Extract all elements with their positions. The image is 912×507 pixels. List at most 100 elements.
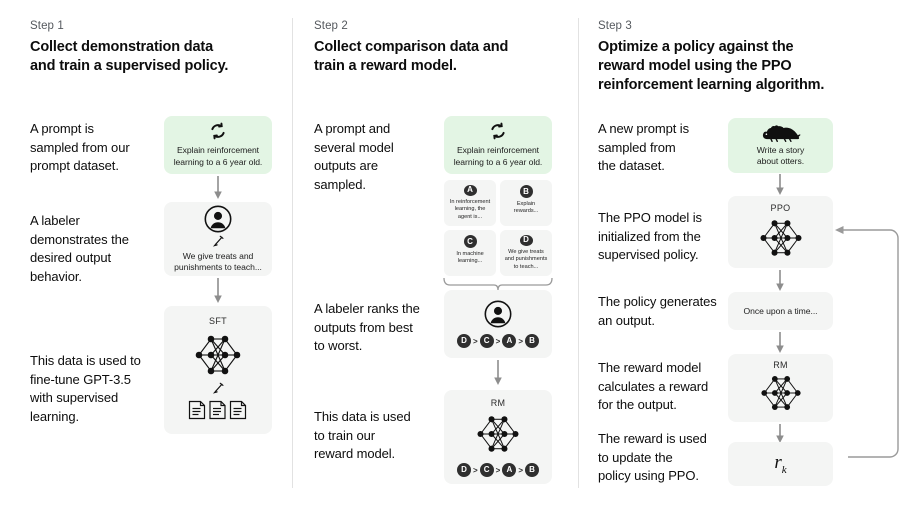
option-badge-b: B xyxy=(519,185,533,198)
step-2-prompt-card: Explain reinforcement learning to a 6 ye… xyxy=(444,116,552,174)
update-policy-feedback-arrow xyxy=(828,215,912,465)
step-3-paragraph-3: The policy generates an output. xyxy=(598,294,717,328)
step-3-title-line3: reinforcement learning algorithm. xyxy=(598,77,825,93)
labeler-text-line2: punishments to teach... xyxy=(174,262,262,272)
step-2-prompt-text: Explain reinforcement learning to a 6 ye… xyxy=(448,145,549,168)
step-3-paragraph-2: The PPO model is initialized from the su… xyxy=(598,210,702,262)
output-card-text: Once upon a time... xyxy=(743,306,818,316)
prompt-text-line1: Write a story xyxy=(756,144,805,155)
option-text-b: Explain rewards... xyxy=(513,201,539,215)
person-avatar-icon xyxy=(204,205,232,233)
pencil-icon xyxy=(212,235,225,248)
rm-rank-sep-2: > xyxy=(495,465,501,475)
reward-symbol-base: r xyxy=(774,452,782,474)
step-2-labeler-ranking: D > C > A > B xyxy=(456,334,539,348)
option-card-c[interactable]: C In machine learning... xyxy=(444,230,496,276)
step-3-paragraph-5: The reward is used to update the policy … xyxy=(598,431,707,483)
neural-network-icon xyxy=(189,330,247,380)
step-3-prompt-text: Write a story about otters. xyxy=(751,145,810,168)
step-3-arrow-3 xyxy=(773,332,787,354)
step-2-rm-ranking: D > C > A > B xyxy=(456,463,539,477)
neural-network-icon xyxy=(469,411,527,457)
reward-symbol: rk xyxy=(774,452,786,476)
option-text-c: In machine learning... xyxy=(456,251,484,265)
step-1-prompt-text: Explain reinforcement learning to a 6 ye… xyxy=(168,145,269,168)
rm-rank-badge-3: A xyxy=(502,463,517,477)
option-card-b[interactable]: B Explain rewards... xyxy=(500,180,552,226)
column-divider-2 xyxy=(578,18,579,488)
step-2-rm-card: RM xyxy=(444,390,552,484)
step-3-title-line2: reward model using the PPO xyxy=(598,58,792,74)
step-3-title: Optimize a policy against the reward mod… xyxy=(598,38,888,95)
step-1-title-line2: and train a supervised policy. xyxy=(30,58,229,74)
option-badge-c: C xyxy=(463,235,477,248)
step-1-paragraph-2: A labeler demonstrates the desired outpu… xyxy=(30,213,129,284)
prompt-text-line1: Explain reinforcement xyxy=(176,145,260,155)
option-text-a: In reinforcement learning, the agent is.… xyxy=(449,198,491,220)
neural-network-icon xyxy=(753,215,809,261)
reward-symbol-subscript: k xyxy=(781,463,787,476)
rm-rank-badge-2: C xyxy=(479,463,494,477)
step-1-sft-card: SFT xyxy=(164,306,272,434)
option-badge-a: A xyxy=(463,185,477,196)
rank-sep-2: > xyxy=(495,336,501,346)
rank-sep-1: > xyxy=(472,336,478,346)
prompt-text-line2: about otters. xyxy=(756,156,805,166)
step-3-title-line1: Optimize a policy against the xyxy=(598,39,794,55)
rm-card-title: RM xyxy=(490,398,506,408)
rm-rank-badge-4: B xyxy=(525,463,539,477)
rank-badge-3: A xyxy=(502,334,517,348)
step-3-reward-card: rk xyxy=(728,442,833,486)
rank-badge-2: C xyxy=(479,334,494,348)
option-badge-d: D xyxy=(519,235,533,246)
step-1-arrow-2 xyxy=(211,278,225,304)
step-3-label: Step 3 xyxy=(598,20,632,32)
pencil-icon xyxy=(212,382,225,395)
step-1-title-line1: Collect demonstration data xyxy=(30,39,214,55)
sft-card-title: SFT xyxy=(209,316,227,326)
neural-network-icon xyxy=(753,371,809,415)
step-3-prompt-card: Write a story about otters. xyxy=(728,118,833,173)
step-1-labeler-text: We give treats and punishments to teach.… xyxy=(168,251,268,274)
rank-badge-4: B xyxy=(525,334,539,348)
rank-badge-1: D xyxy=(456,334,471,348)
step-2-label: Step 2 xyxy=(314,20,348,32)
step-1-label: Step 1 xyxy=(30,20,64,32)
step-3-paragraph-4: The reward model calculates a reward for… xyxy=(598,360,709,412)
rm-rank-sep-3: > xyxy=(518,465,523,475)
step-3-column: Step 3 Optimize a policy against the rew… xyxy=(578,0,912,507)
step-1-paragraph-1: A prompt is sampled from our prompt data… xyxy=(30,121,130,173)
refresh-cycle-icon xyxy=(209,122,227,140)
step-3-ppo-card: PPO xyxy=(728,196,833,268)
step-2-title: Collect comparison data and train a rewa… xyxy=(314,38,564,76)
prompt-text-line2: learning to a 6 year old. xyxy=(173,156,263,167)
step-1-prompt-card: Explain reinforcement learning to a 6 ye… xyxy=(164,116,272,174)
step-2-paragraph-3: This data is used to train our reward mo… xyxy=(314,409,411,461)
step-1-labeler-card: We give treats and punishments to teach.… xyxy=(164,202,272,276)
step-2-labeler-card: D > C > A > B xyxy=(444,290,552,358)
column-divider-1 xyxy=(292,18,293,488)
step-3-paragraph-1: A new prompt is sampled from the dataset… xyxy=(598,121,689,173)
step-3-rm-card: RM xyxy=(728,354,833,422)
option-card-a[interactable]: A In reinforcement learning, the agent i… xyxy=(444,180,496,226)
rank-sep-3: > xyxy=(518,336,523,346)
refresh-cycle-icon xyxy=(489,122,507,140)
step-1-title: Collect demonstration data and train a s… xyxy=(30,38,280,76)
prompt-text-line2: learning to a 6 year old. xyxy=(453,156,543,167)
step-3-arrow-1 xyxy=(773,174,787,196)
step-2-paragraph-2: A labeler ranks the outputs from best to… xyxy=(314,301,420,353)
person-avatar-icon xyxy=(484,300,512,328)
rm-rank-sep-1: > xyxy=(472,465,478,475)
step-2-title-line2: train a reward model. xyxy=(314,58,457,74)
option-card-d[interactable]: D We give treats and punishments to teac… xyxy=(500,230,552,276)
prompt-text-line1: Explain reinforcement xyxy=(456,145,540,155)
step-2-column: Step 2 Collect comparison data and train… xyxy=(292,0,578,507)
step-2-arrow-2 xyxy=(491,360,505,386)
step-3-arrow-2 xyxy=(773,270,787,292)
step-1-paragraph-3: This data is used to fine-tune GPT-3.5 w… xyxy=(30,353,141,424)
otter-icon xyxy=(761,124,801,142)
option-text-d: We give treats and punishments to teach.… xyxy=(504,248,548,270)
rm-rank-badge-1: D xyxy=(456,463,471,477)
step-2-title-line1: Collect comparison data and xyxy=(314,39,509,55)
